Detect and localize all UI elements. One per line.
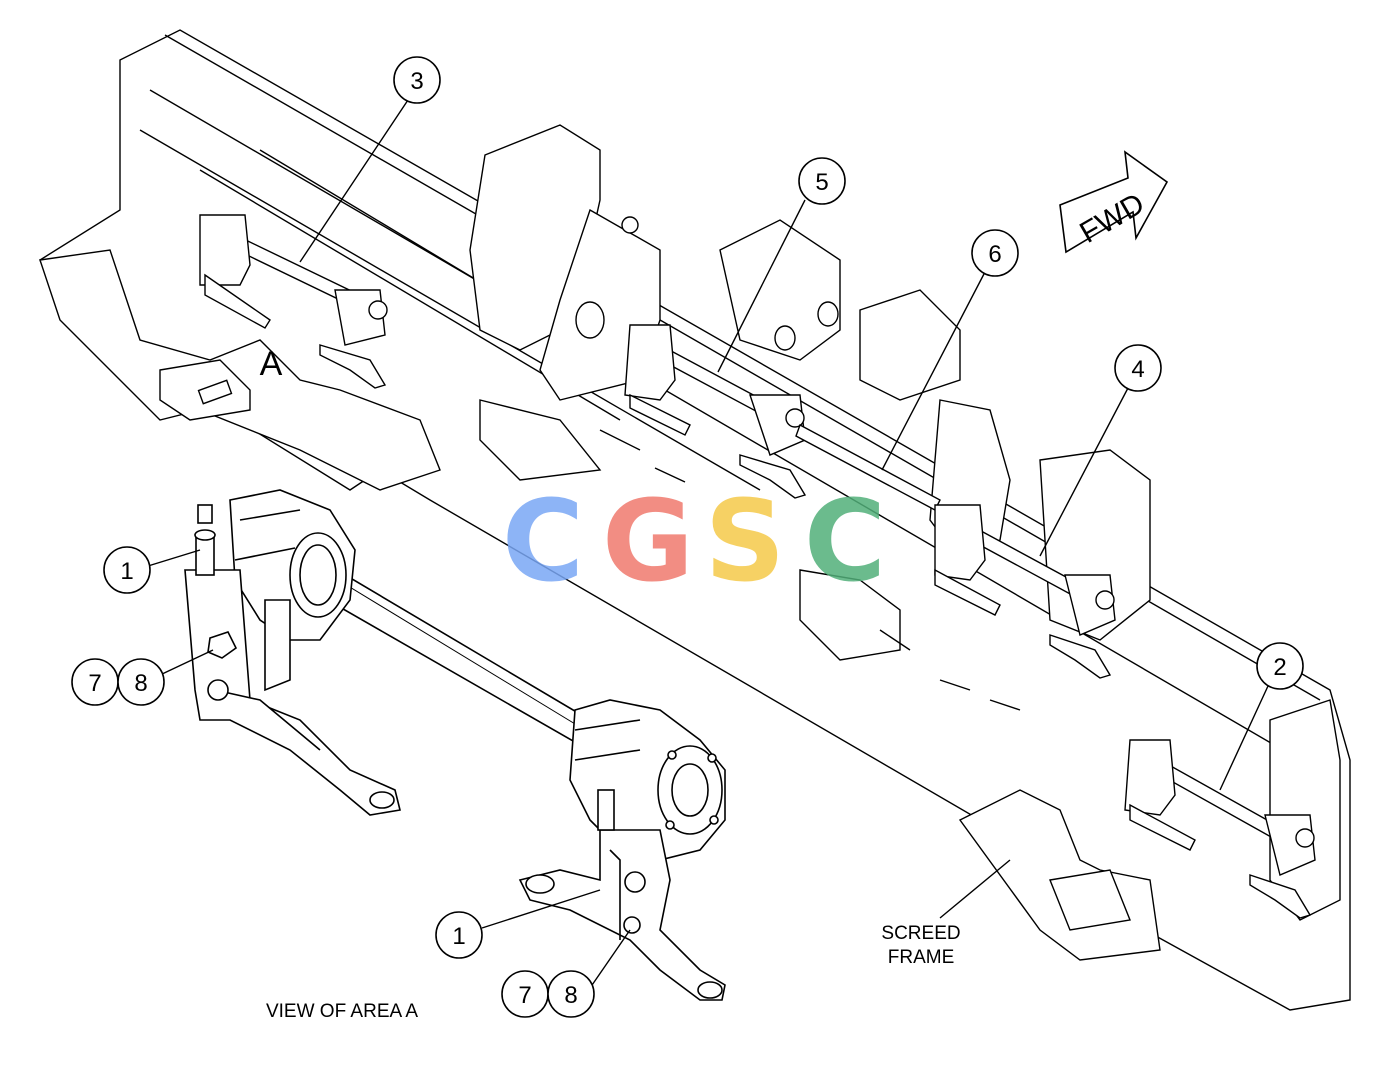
watermark-letter-1: C: [502, 477, 584, 607]
callout-5: 5: [798, 157, 846, 205]
leader-lines: [147, 99, 1269, 989]
callout-2: 2: [1256, 642, 1304, 690]
svg-text:8: 8: [564, 982, 577, 1009]
callout-7-upper: 7: [71, 658, 119, 706]
svg-text:1: 1: [120, 558, 133, 585]
svg-text:6: 6: [988, 241, 1001, 268]
forward-arrow: FWD: [1059, 150, 1169, 254]
area-a-marker: A: [260, 345, 283, 383]
shaft-assembly-5: [624, 324, 941, 511]
callout-7-lower: 7: [501, 970, 549, 1018]
svg-text:8: 8: [134, 670, 147, 697]
svg-text:7: 7: [518, 982, 531, 1009]
svg-text:4: 4: [1131, 356, 1144, 383]
svg-text:2: 2: [1273, 654, 1286, 681]
watermark: C G S C: [502, 477, 886, 607]
svg-text:1: 1: [452, 923, 465, 950]
callout-1-lower: 1: [435, 911, 483, 959]
svg-text:3: 3: [410, 68, 423, 95]
callout-8-lower: 8: [547, 970, 595, 1018]
callout-4: 4: [1114, 344, 1162, 392]
shaft-assembly-2: [1124, 739, 1316, 919]
callout-1-upper: 1: [103, 546, 151, 594]
view-of-area-a-label: VIEW OF AREA A: [266, 1001, 418, 1022]
callout-3: 3: [393, 56, 441, 104]
screed-frame-label-line1: SCREED: [881, 923, 960, 944]
callout-8-upper: 8: [117, 658, 165, 706]
area-a-detail-drawing: [184, 489, 726, 1001]
watermark-letter-3: S: [705, 477, 786, 607]
svg-text:5: 5: [815, 169, 828, 196]
watermark-letter-4: C: [804, 477, 886, 607]
shaft-assembly-4: [934, 504, 1116, 679]
screed-frame-label-line2: FRAME: [888, 947, 955, 968]
shaft-assembly-3: [199, 214, 388, 389]
callout-6: 6: [971, 229, 1019, 277]
svg-text:7: 7: [88, 670, 101, 697]
watermark-letter-2: G: [602, 477, 694, 607]
